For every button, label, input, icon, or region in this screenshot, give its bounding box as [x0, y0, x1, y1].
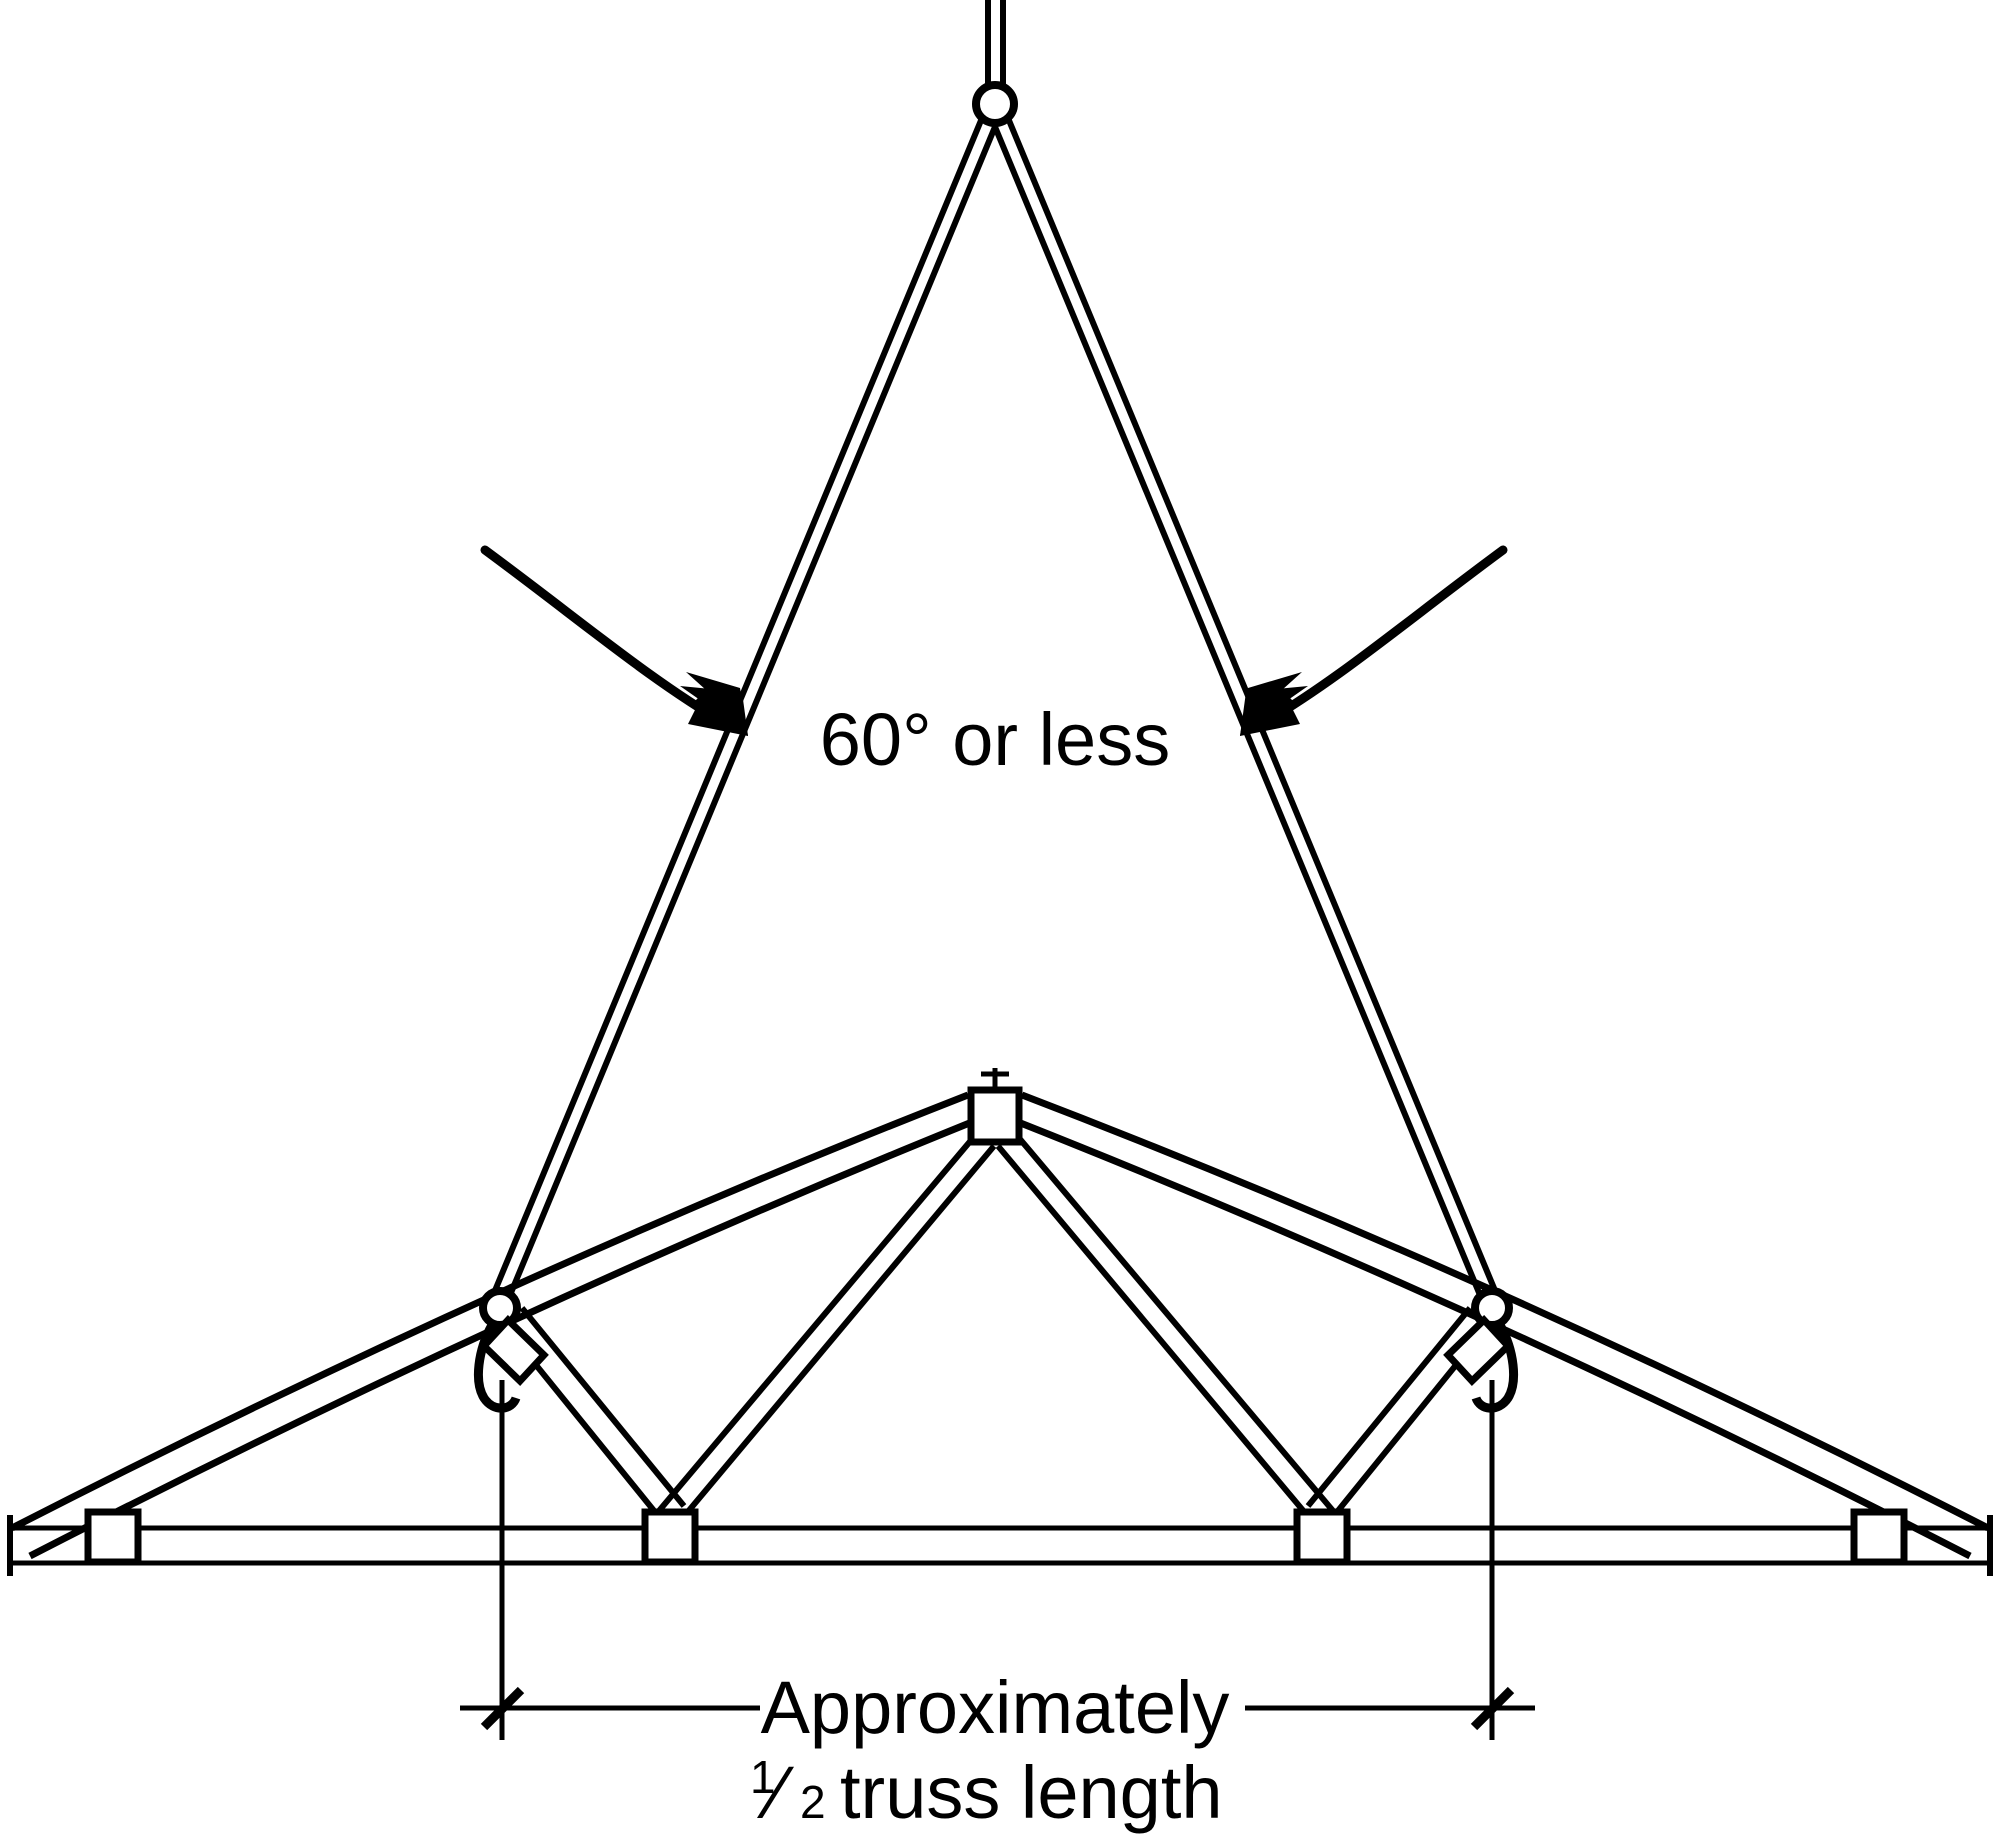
dimension-extension-lines: [499, 1380, 1495, 1740]
bottom-chord-right-end-plate: [1850, 1508, 1908, 1566]
hoist-cable: [985, 0, 1006, 88]
left-sling-hook: [474, 1287, 549, 1413]
right-hook-body: [1443, 1314, 1513, 1387]
web-left-inner-diagonal: [655, 1130, 997, 1516]
right-sling-hook: [1443, 1287, 1518, 1413]
left-sling-callout-arrow: [480, 545, 748, 736]
angle-label: 60° or less: [820, 698, 1170, 781]
dimension-tick-marks: [480, 1686, 1515, 1731]
bottom-chord-inner-right-plate: [1293, 1508, 1351, 1566]
gusset-plates: [84, 1086, 1908, 1566]
bottom-chord-left-end-plate: [84, 1508, 142, 1566]
left-hook-body: [479, 1314, 549, 1387]
dimension-label-line2: 1 ⁄ 2 truss length: [750, 1751, 1223, 1834]
peak-stub: [981, 1068, 1009, 1092]
right-sling-callout-arrow: [1240, 545, 1508, 736]
bottom-chord-inner-left-plate: [641, 1508, 699, 1566]
web-right-inner-diagonal: [995, 1130, 1337, 1516]
fraction-numerator: 1: [750, 1751, 776, 1803]
hoist-ring-icon: [972, 81, 1018, 127]
fraction-denominator: 2: [800, 1776, 826, 1828]
bottom-chord-end-caps: [7, 1515, 1993, 1576]
peak-gusset-plate: [967, 1086, 1023, 1146]
dimension-label-rest: truss length: [840, 1751, 1223, 1834]
dimension-tick-right: [1470, 1686, 1515, 1731]
dimension-tick-left: [480, 1686, 525, 1731]
bottom-chord: [8, 1525, 1992, 1566]
dimension-label-line1: Approximately: [761, 1666, 1230, 1749]
